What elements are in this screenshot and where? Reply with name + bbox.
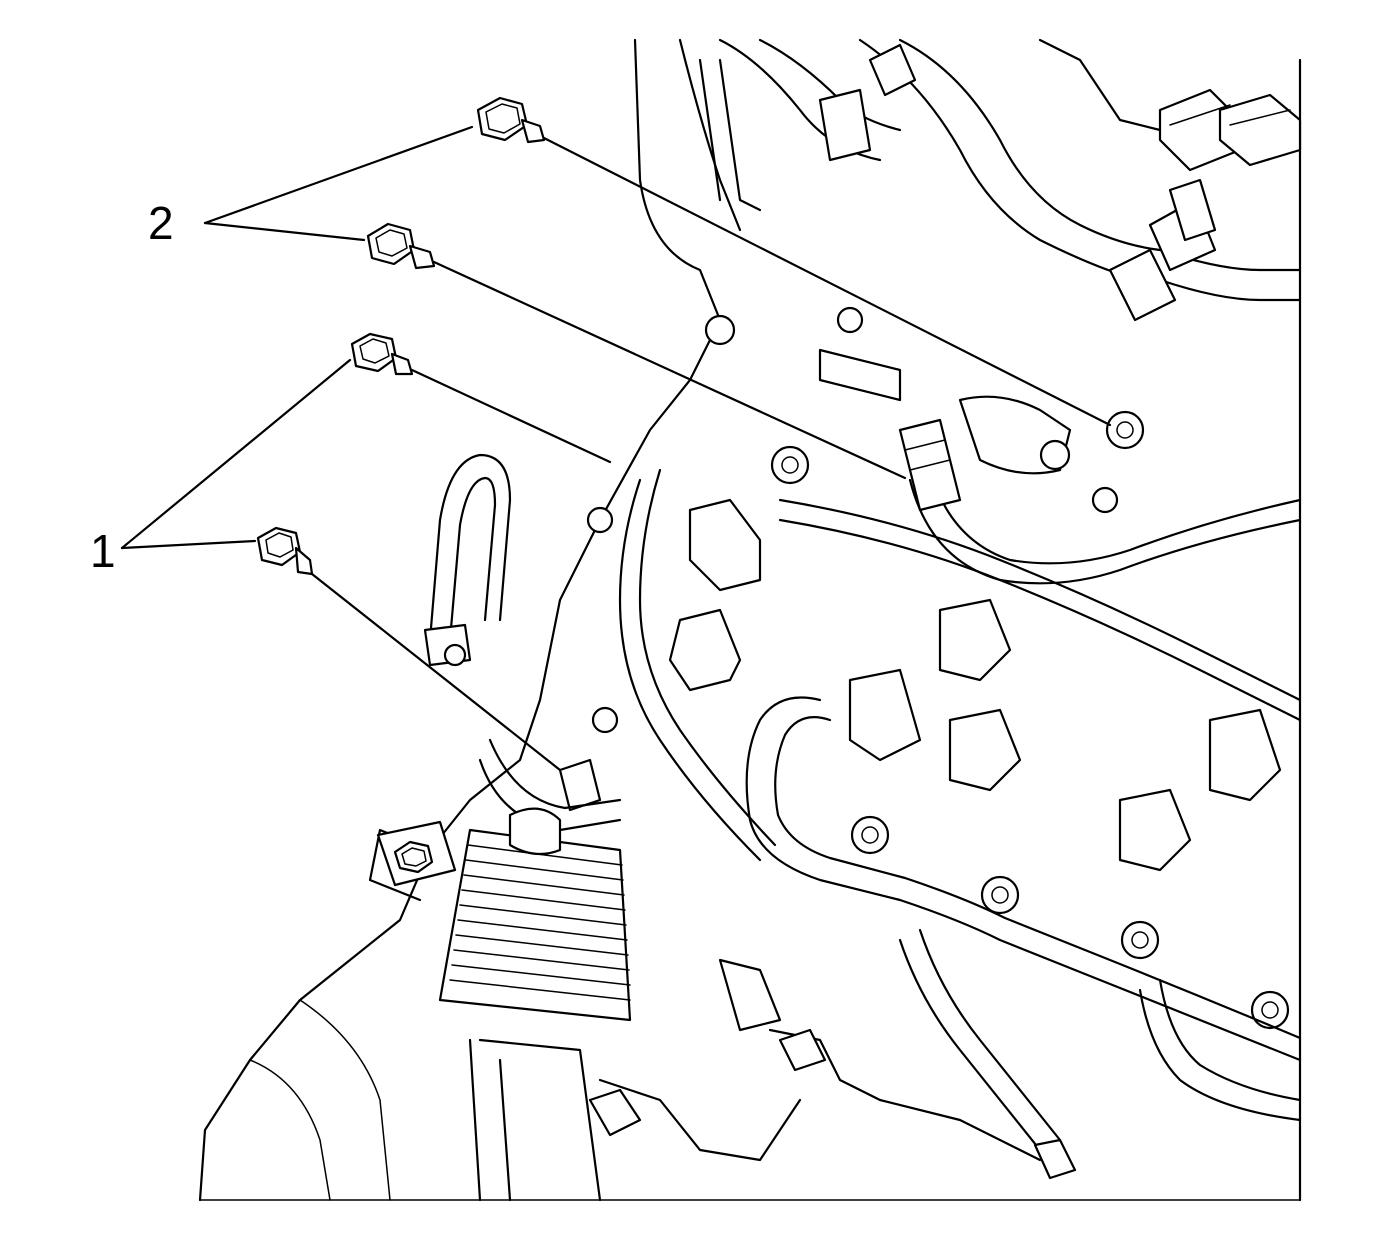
fuel-rail — [778, 348, 1302, 722]
bolt-1a — [350, 332, 612, 464]
engine-block-outline — [198, 38, 1302, 1202]
bolt-icon — [256, 96, 1112, 772]
hex-nut-icon — [376, 820, 457, 887]
connector-cluster-top-right — [1158, 88, 1302, 242]
upper-hoses — [698, 38, 1302, 322]
corrugated-pipe — [438, 758, 632, 1022]
bolt-2b — [366, 222, 907, 480]
injector-row — [586, 306, 1290, 1030]
bolt-1b — [256, 526, 562, 772]
wiring-harness — [618, 468, 1302, 1152]
callout-leaders — [120, 125, 474, 550]
callout-label-1: 1 — [90, 525, 116, 577]
lower-section — [468, 958, 1077, 1202]
callout-label-2: 2 — [148, 197, 174, 249]
bolt-2a — [476, 96, 1112, 427]
